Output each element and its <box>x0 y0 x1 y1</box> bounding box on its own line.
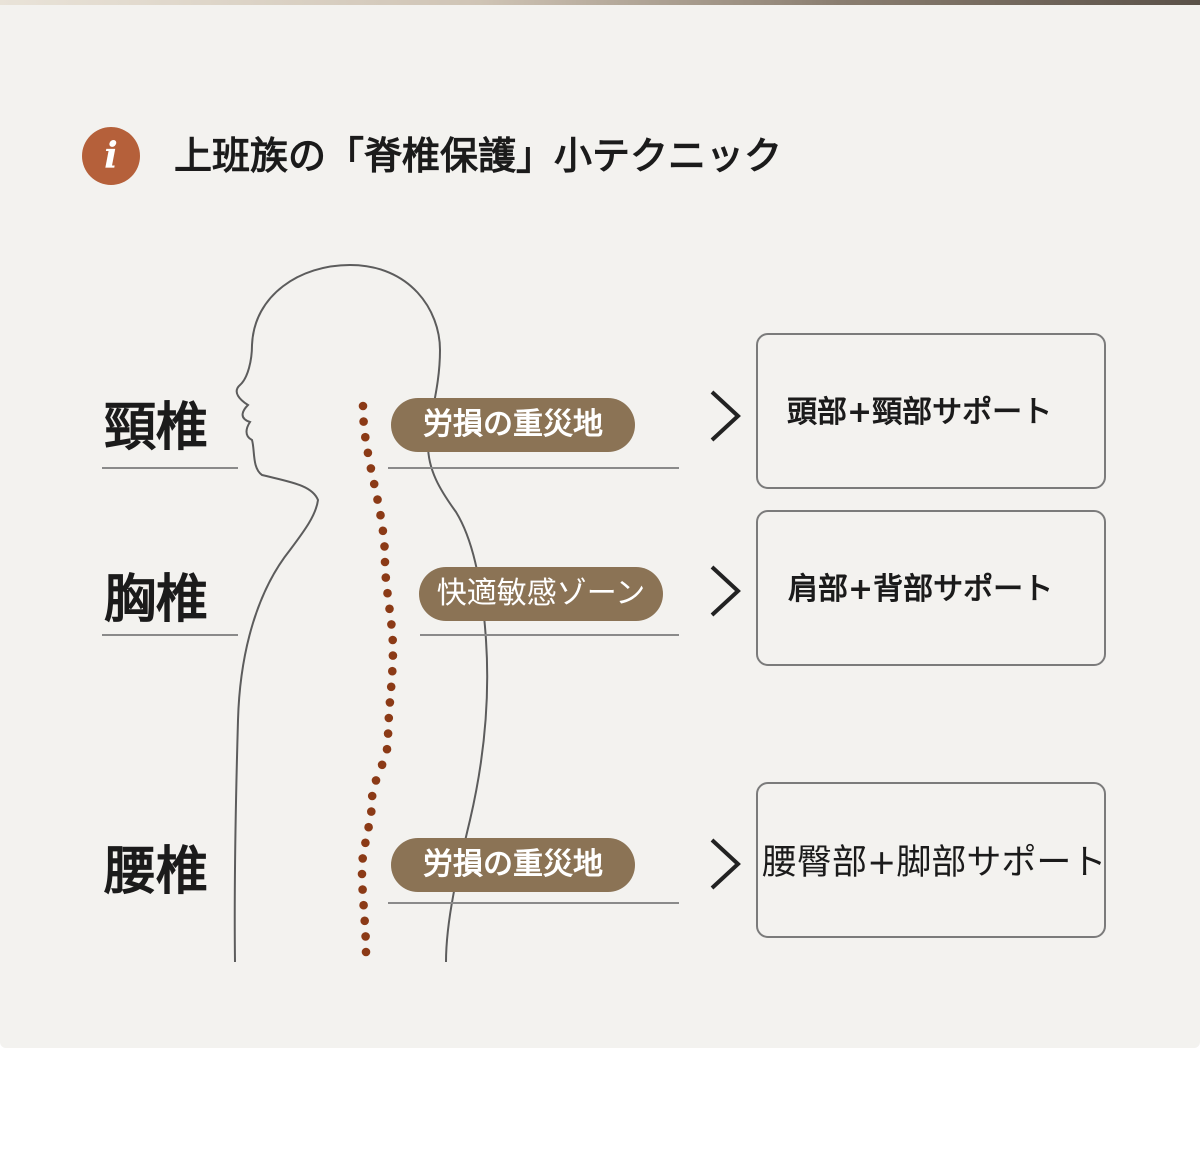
info-icon: i <box>82 127 140 185</box>
divider-thoracic-tag <box>420 634 679 636</box>
spine-dot <box>359 417 368 426</box>
spine-dot <box>385 604 394 614</box>
divider-lumbar-tag <box>388 902 679 904</box>
spine-dot <box>385 698 395 707</box>
spine-dot <box>384 713 394 723</box>
spine-dot <box>367 807 376 816</box>
spine-dot <box>369 479 379 489</box>
spine-dot <box>363 448 373 458</box>
spine-dot <box>364 822 373 832</box>
chevron-right-icon <box>710 390 741 442</box>
spine-dot <box>380 542 389 551</box>
support-text-cervical: 頭部+頸部サポート <box>787 395 1053 430</box>
spine-dot <box>357 869 367 879</box>
spine-dot <box>376 510 385 520</box>
spine-dot <box>373 495 382 504</box>
spine-dot <box>359 900 368 910</box>
spine-dot <box>380 557 390 567</box>
spine-dots <box>357 401 398 957</box>
spine-dot <box>361 432 370 442</box>
divider-cervical-label <box>102 467 238 469</box>
spine-dot <box>386 682 396 692</box>
spine-dot <box>383 588 392 598</box>
tag-thoracic: 快適敏感ゾーン <box>419 567 663 621</box>
spine-dot <box>383 729 393 738</box>
support-text-thoracic: 肩部+背部サポート <box>788 572 1054 607</box>
tag-lumbar: 労損の重災地 <box>391 838 635 892</box>
spine-dot <box>361 947 371 957</box>
spine-dot <box>358 854 368 863</box>
spine-dot <box>388 666 397 676</box>
spine-dot <box>371 776 381 785</box>
divider-thoracic-label <box>102 634 238 636</box>
support-box-thoracic <box>756 510 1106 666</box>
label-thoracic: 胸椎 <box>104 570 209 630</box>
chevron-right-icon <box>710 838 741 890</box>
spine-dot <box>381 573 391 582</box>
page-title: 上班族の「脊椎保護」小テクニック <box>174 134 783 178</box>
support-box-lumbar <box>756 782 1106 938</box>
spine-dot <box>367 791 377 801</box>
label-cervical: 頸椎 <box>104 398 209 458</box>
spine-dot <box>366 464 376 473</box>
spine-dot <box>387 620 396 629</box>
spine-dot <box>382 744 392 754</box>
spine-dot <box>361 932 370 941</box>
spine-dot <box>358 885 367 894</box>
spine-dot <box>360 916 370 926</box>
chevron-right-icon <box>710 565 741 617</box>
spine-dot <box>358 401 368 411</box>
label-lumbar: 腰椎 <box>104 842 209 902</box>
spine-dot <box>377 760 387 770</box>
support-text-lumbar: 腰臀部+脚部サポート <box>762 843 1107 883</box>
spine-dot <box>388 651 398 660</box>
top-image-strip <box>0 0 1200 5</box>
divider-cervical-tag <box>388 467 679 469</box>
support-box-cervical <box>756 333 1106 489</box>
spine-dot <box>361 838 370 848</box>
spine-dot <box>378 526 388 536</box>
tag-cervical: 労損の重災地 <box>391 398 635 452</box>
spine-dot <box>388 635 398 645</box>
